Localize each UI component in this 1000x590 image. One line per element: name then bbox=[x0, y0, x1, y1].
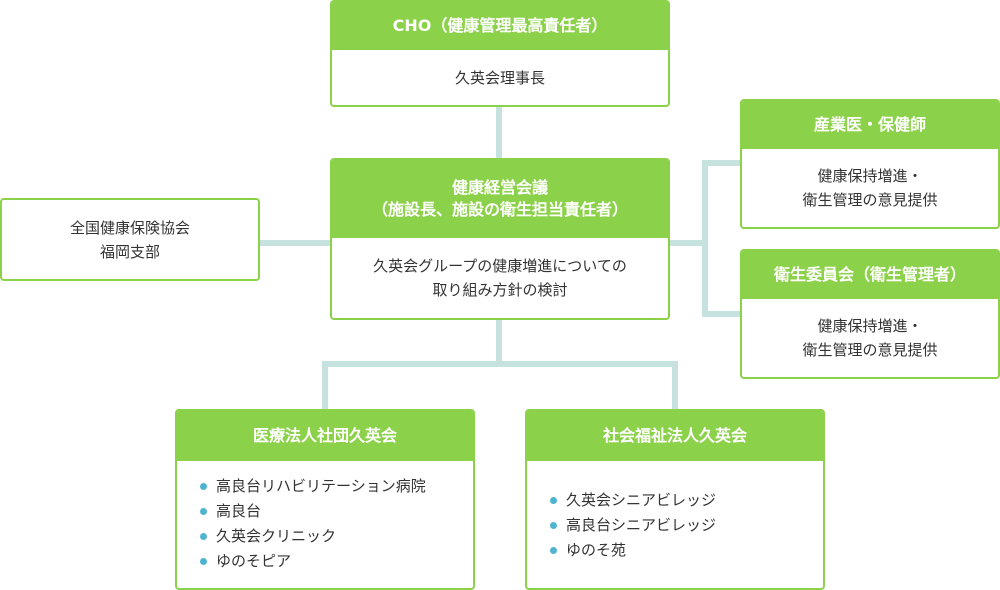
bullet-icon bbox=[550, 547, 557, 554]
committee-box: 衛生委員会（衛生管理者） 健康保持増進・ 衛生管理の意見提供 bbox=[740, 249, 1000, 379]
council-body-line1: 久英会グループの健康増進についての bbox=[373, 257, 627, 275]
list-item: 久英会クリニック bbox=[200, 524, 473, 549]
doctor-title: 産業医・保健師 bbox=[742, 101, 998, 149]
council-body-line2: 取り組み方針の検討 bbox=[432, 281, 568, 299]
cho-body: 久英会理事長 bbox=[332, 50, 668, 105]
welfare-list: 久英会シニアビレッジ 高良台シニアビレッジ ゆのそ苑 bbox=[550, 488, 823, 563]
bullet-icon bbox=[200, 483, 207, 490]
doctor-box: 産業医・保健師 健康保持増進・ 衛生管理の意見提供 bbox=[740, 99, 1000, 229]
kyokai-box: 全国健康保険協会 福岡支部 bbox=[0, 198, 260, 281]
doctor-title-text: 産業医・保健師 bbox=[813, 115, 926, 135]
connector-to-doctor bbox=[702, 160, 742, 166]
connector-to-medical bbox=[322, 361, 328, 411]
bullet-icon bbox=[200, 558, 207, 565]
medical-title-text: 医療法人社団久英会 bbox=[252, 426, 397, 446]
cho-body-text: 久英会理事長 bbox=[454, 68, 545, 87]
medical-item-3: 久英会クリニック bbox=[216, 527, 337, 545]
welfare-item-2: 高良台シニアビレッジ bbox=[566, 516, 717, 534]
cho-title: CHO（健康管理最高責任者） bbox=[332, 2, 668, 50]
connector-right-vertical bbox=[702, 160, 708, 317]
list-item: 高良台リハビリテーション病院 bbox=[200, 474, 473, 499]
council-box: 健康経営会議 （施設長、施設の衛生担当責任者） 久英会グループの健康増進について… bbox=[330, 158, 670, 320]
connector-council-down bbox=[496, 318, 502, 366]
list-item: 高良台 bbox=[200, 499, 473, 524]
connector-council-right bbox=[668, 240, 708, 246]
list-item: 高良台シニアビレッジ bbox=[550, 513, 823, 538]
connector-cho-council bbox=[496, 106, 502, 160]
doctor-body-line1: 健康保持増進・ bbox=[817, 167, 923, 185]
committee-title-text: 衛生委員会（衛生管理者） bbox=[773, 265, 966, 285]
committee-body-line2: 衛生管理の意見提供 bbox=[802, 341, 938, 359]
council-body: 久英会グループの健康増進についての 取り組み方針の検討 bbox=[332, 238, 668, 318]
welfare-title: 社会福祉法人久英会 bbox=[527, 411, 823, 461]
doctor-body: 健康保持増進・ 衛生管理の意見提供 bbox=[742, 149, 998, 227]
medical-list: 高良台リハビリテーション病院 高良台 久英会クリニック ゆのそピア bbox=[200, 474, 473, 574]
medical-item-4: ゆのそピア bbox=[216, 552, 292, 570]
council-title-line2: （施設長、施設の衛生担当責任者） bbox=[371, 200, 628, 219]
kyokai-line2: 福岡支部 bbox=[99, 242, 160, 261]
cho-box: CHO（健康管理最高責任者） 久英会理事長 bbox=[330, 0, 670, 107]
connector-kyokai-council bbox=[259, 240, 332, 246]
cho-title-text: CHO（健康管理最高責任者） bbox=[392, 16, 608, 36]
committee-body: 健康保持増進・ 衛生管理の意見提供 bbox=[742, 299, 998, 377]
welfare-item-3: ゆのそ苑 bbox=[566, 541, 627, 559]
bullet-icon bbox=[550, 497, 557, 504]
bullet-icon bbox=[200, 533, 207, 540]
committee-title: 衛生委員会（衛生管理者） bbox=[742, 251, 998, 299]
committee-body-line1: 健康保持増進・ bbox=[817, 317, 923, 335]
list-item: ゆのそ苑 bbox=[550, 538, 823, 563]
medical-body: 高良台リハビリテーション病院 高良台 久英会クリニック ゆのそピア bbox=[177, 461, 473, 574]
connector-to-welfare bbox=[672, 361, 678, 411]
bullet-icon bbox=[550, 522, 557, 529]
bullet-icon bbox=[200, 508, 207, 515]
kyokai-line1: 全国健康保険協会 bbox=[69, 218, 190, 237]
medical-box: 医療法人社団久英会 高良台リハビリテーション病院 高良台 久英会クリニック ゆの… bbox=[175, 409, 475, 590]
council-title-line1: 健康経営会議 bbox=[451, 178, 548, 198]
list-item: 久英会シニアビレッジ bbox=[550, 488, 823, 513]
medical-item-1: 高良台リハビリテーション病院 bbox=[216, 477, 426, 495]
welfare-title-text: 社会福祉法人久英会 bbox=[602, 426, 747, 446]
welfare-item-1: 久英会シニアビレッジ bbox=[566, 491, 717, 509]
council-title: 健康経営会議 （施設長、施設の衛生担当責任者） bbox=[332, 160, 668, 238]
welfare-body: 久英会シニアビレッジ 高良台シニアビレッジ ゆのそ苑 bbox=[527, 461, 823, 563]
doctor-body-line2: 衛生管理の意見提供 bbox=[802, 191, 938, 209]
medical-item-2: 高良台 bbox=[216, 502, 262, 520]
welfare-box: 社会福祉法人久英会 久英会シニアビレッジ 高良台シニアビレッジ ゆのそ苑 bbox=[525, 409, 825, 590]
list-item: ゆのそピア bbox=[200, 549, 473, 574]
connector-horizontal-bottom bbox=[322, 361, 678, 367]
medical-title: 医療法人社団久英会 bbox=[177, 411, 473, 461]
connector-to-committee bbox=[702, 311, 742, 317]
